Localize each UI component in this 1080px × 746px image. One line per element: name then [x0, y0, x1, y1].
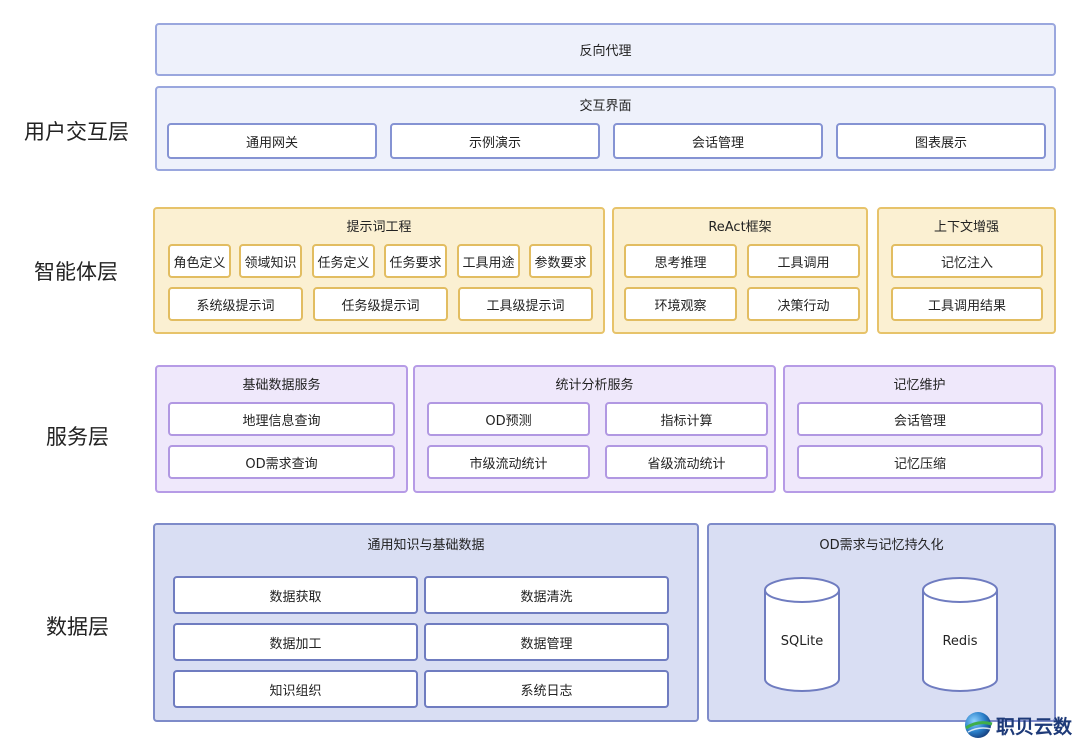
tool-prompt-box: 工具级提示词 — [458, 287, 593, 321]
data-processing-box: 数据加工 — [173, 623, 418, 661]
redis-label: Redis — [942, 634, 978, 649]
interaction-interface-panel: 交互界面 通用网关 示例演示 会话管理 图表展示 — [155, 86, 1056, 171]
basic-data-service-title: 基础数据服务 — [242, 378, 321, 393]
basic-data-service-panel: 基础数据服务 地理信息查询 OD需求查询 — [155, 365, 408, 493]
reasoning-box: 思考推理 — [624, 244, 737, 278]
sqlite-cylinder-icon — [764, 577, 840, 692]
stats-service-panel: 统计分析服务 OD预测 指标计算 市级流动统计 省级流动统计 — [413, 365, 776, 493]
data-cleaning-box: 数据清洗 — [424, 576, 669, 614]
layer-label-user: 用户交互层 — [24, 120, 129, 144]
data-management-box: 数据管理 — [424, 623, 669, 661]
watermark: 职贝云数 — [962, 710, 1072, 740]
decision-action-box: 决策行动 — [747, 287, 860, 321]
param-requirement-box: 参数要求 — [529, 244, 592, 278]
sqlite-label: SQLite — [780, 634, 824, 649]
data-acquisition-box: 数据获取 — [173, 576, 418, 614]
tool-result-box: 工具调用结果 — [891, 287, 1043, 321]
observation-box: 环境观察 — [624, 287, 737, 321]
stats-service-title: 统计分析服务 — [555, 378, 634, 393]
role-definition-box: 角色定义 — [168, 244, 231, 278]
persistence-title: OD需求与记忆持久化 — [819, 538, 944, 553]
province-flow-box: 省级流动统计 — [605, 445, 768, 479]
task-requirement-box: 任务要求 — [384, 244, 447, 278]
system-log-box: 系统日志 — [424, 670, 669, 708]
layer-label-data: 数据层 — [46, 615, 109, 639]
gateway-box: 通用网关 — [167, 123, 377, 159]
context-enhancement-title: 上下文增强 — [933, 220, 999, 235]
od-query-box: OD需求查询 — [168, 445, 395, 479]
tool-call-box: 工具调用 — [747, 244, 860, 278]
city-flow-box: 市级流动统计 — [427, 445, 590, 479]
react-framework-title: ReAct框架 — [708, 220, 772, 235]
sqlite-database: SQLite — [763, 576, 841, 693]
session-mgmt-box: 会话管理 — [613, 123, 823, 159]
memory-maintenance-panel: 记忆维护 会话管理 记忆压缩 — [783, 365, 1056, 493]
layer-label-service: 服务层 — [46, 425, 109, 449]
context-enhancement-panel: 上下文增强 记忆注入 工具调用结果 — [877, 207, 1056, 334]
indicator-calc-box: 指标计算 — [605, 402, 768, 436]
globe-logo-icon — [964, 712, 993, 738]
interaction-interface-title: 交互界面 — [579, 99, 632, 114]
demo-box: 示例演示 — [390, 123, 600, 159]
knowledge-data-panel: 通用知识与基础数据 数据获取 数据清洗 数据加工 数据管理 知识组织 系统日志 — [153, 523, 699, 722]
redis-database: Redis — [921, 576, 999, 693]
system-prompt-box: 系统级提示词 — [168, 287, 303, 321]
od-forecast-box: OD预测 — [427, 402, 590, 436]
redis-cylinder-icon — [922, 577, 998, 692]
session-management-box: 会话管理 — [797, 402, 1043, 436]
watermark-text: 职贝云数 — [995, 715, 1072, 738]
prompt-engineering-panel: 提示词工程 角色定义 领域知识 任务定义 任务要求 工具用途 参数要求 系统级提… — [153, 207, 605, 334]
tool-purpose-box: 工具用途 — [457, 244, 520, 278]
chart-display-box: 图表展示 — [836, 123, 1046, 159]
task-prompt-box: 任务级提示词 — [313, 287, 448, 321]
prompt-engineering-title: 提示词工程 — [346, 220, 412, 235]
knowledge-data-title: 通用知识与基础数据 — [367, 538, 485, 553]
geo-query-box: 地理信息查询 — [168, 402, 395, 436]
knowledge-organization-box: 知识组织 — [173, 670, 418, 708]
react-framework-panel: ReAct框架 思考推理 工具调用 环境观察 决策行动 — [612, 207, 868, 334]
memory-compression-box: 记忆压缩 — [797, 445, 1043, 479]
memory-injection-box: 记忆注入 — [891, 244, 1043, 278]
task-definition-box: 任务定义 — [312, 244, 375, 278]
reverse-proxy-panel: 反向代理 — [155, 23, 1056, 76]
layer-label-agent: 智能体层 — [34, 260, 118, 284]
memory-maintenance-title: 记忆维护 — [893, 378, 946, 393]
reverse-proxy-label: 反向代理 — [579, 44, 632, 59]
domain-knowledge-box: 领域知识 — [239, 244, 302, 278]
persistence-panel: OD需求与记忆持久化 SQLite Redis — [707, 523, 1056, 722]
